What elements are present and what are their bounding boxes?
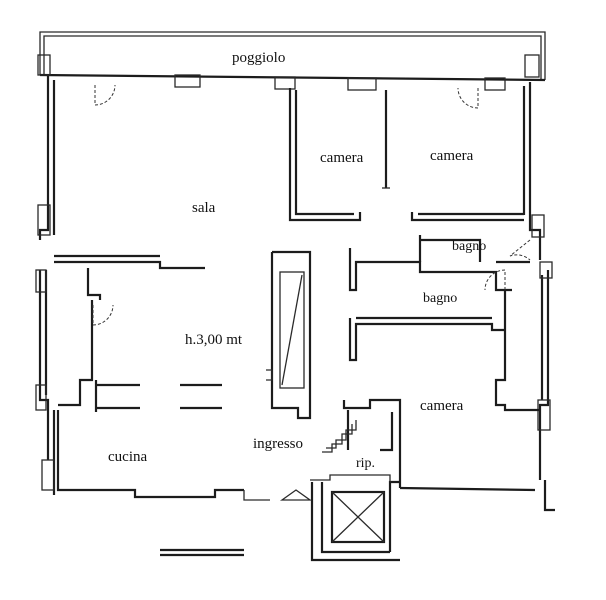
bedroom-3-label: camera <box>420 398 464 414</box>
interior-walls <box>54 88 540 562</box>
bathroom-2-label: bagno <box>423 291 457 306</box>
bedroom-2-label: camera <box>430 148 474 164</box>
bathroom-1-label: bagno <box>452 239 486 254</box>
bedroom-1-label: camera <box>320 150 364 166</box>
outer-walls <box>38 75 555 512</box>
entrance-label: ingresso <box>253 436 303 452</box>
door-swings <box>92 84 531 326</box>
balcony-outline <box>39 31 546 82</box>
balcony-label: poggiolo <box>232 50 285 66</box>
kitchen-label: cucina <box>108 449 147 465</box>
ceiling-height-label: h.3,00 mt <box>185 332 243 348</box>
storage-label: rip. <box>356 456 375 471</box>
living-room-label: sala <box>192 200 216 216</box>
window-blocks <box>35 54 553 491</box>
